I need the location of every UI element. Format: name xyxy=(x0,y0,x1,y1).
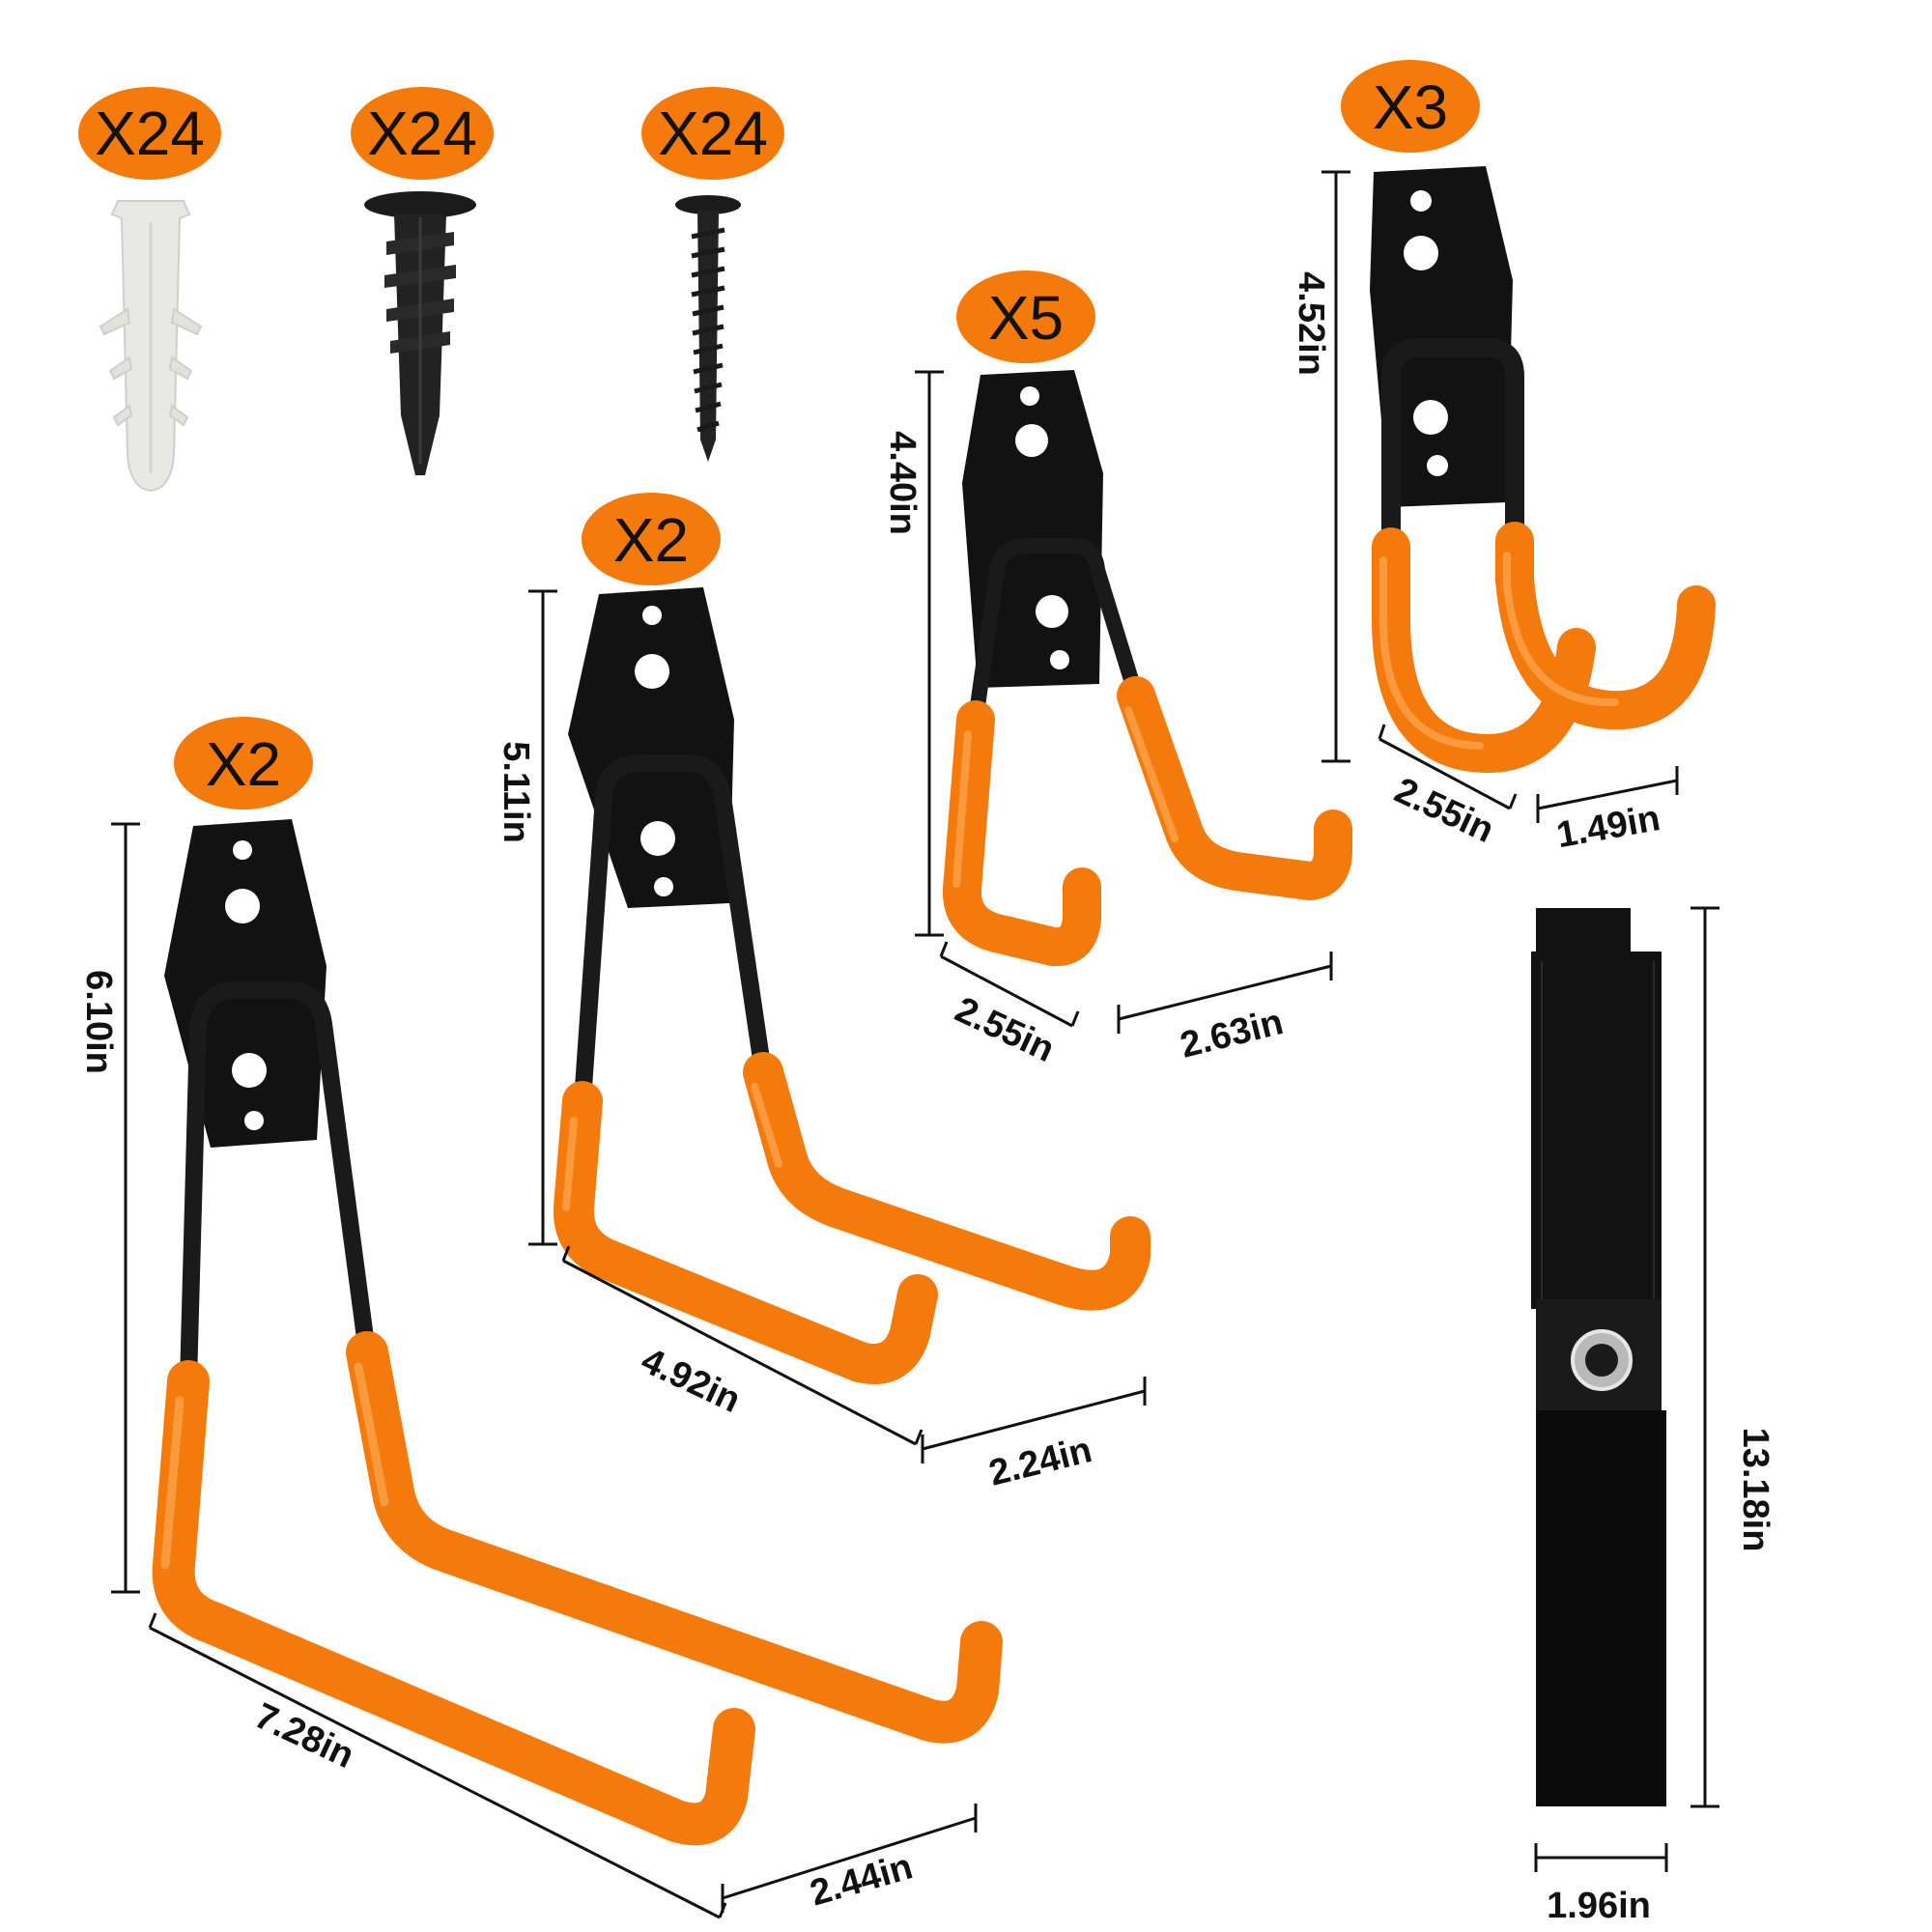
medium-hook-height-label: 5.11in xyxy=(496,741,536,843)
strap-dimensions: 13.18in 1.96in xyxy=(1534,906,1776,1926)
badge-screw: X24 xyxy=(641,87,784,180)
j-hook-depth-label: 1.49in xyxy=(1553,798,1662,856)
j-hook-illustration xyxy=(1370,166,1716,773)
badge-small-hook: X5 xyxy=(956,270,1095,363)
j-hook-width-label: 2.55in xyxy=(1388,770,1499,851)
large-hook-illustration xyxy=(152,819,1003,1846)
small-hook-length-label: 2.63in xyxy=(1177,1002,1288,1066)
strap-illustration xyxy=(1531,908,1666,1806)
badge-j-hook: X3 xyxy=(1341,60,1480,153)
drywall-anchor-icon xyxy=(364,191,476,475)
screw-icon xyxy=(675,195,741,462)
badge-wall-anchor: X24 xyxy=(78,87,221,180)
strap-width-label: 1.96in xyxy=(1547,1886,1651,1926)
badge-medium-hook: X2 xyxy=(582,493,721,585)
medium-hook-gap-label: 2.24in xyxy=(985,1430,1096,1494)
large-hook-gap-label: 2.44in xyxy=(806,1846,917,1914)
badge-medium-hook-text: X2 xyxy=(613,505,689,575)
small-hook-width-label: 2.55in xyxy=(949,989,1060,1070)
small-hook-illustration xyxy=(942,370,1352,967)
large-hook-height-label: 6.10in xyxy=(78,970,119,1074)
badge-j-hook-text: X3 xyxy=(1373,72,1448,142)
badge-screw-text: X24 xyxy=(658,99,768,168)
badge-wall-anchor-text: X24 xyxy=(95,99,205,168)
medium-hook-length-label: 4.92in xyxy=(635,1340,746,1421)
badge-small-hook-text: X5 xyxy=(988,283,1064,353)
badge-drywall-anchor: X24 xyxy=(351,87,494,180)
j-hook-height-label: 4.52in xyxy=(1291,271,1331,376)
small-hook-dimensions: 4.40in 2.55in 2.63in xyxy=(882,370,1333,1070)
wall-anchor-icon xyxy=(99,200,203,493)
badge-large-hook-text: X2 xyxy=(206,729,281,799)
small-hook-height-label: 4.40in xyxy=(882,431,923,535)
strap-height-label: 13.18in xyxy=(1735,1428,1776,1552)
medium-hook-illustration xyxy=(553,587,1151,1384)
badge-drywall-anchor-text: X24 xyxy=(367,99,477,168)
badge-large-hook: X2 xyxy=(174,717,313,810)
